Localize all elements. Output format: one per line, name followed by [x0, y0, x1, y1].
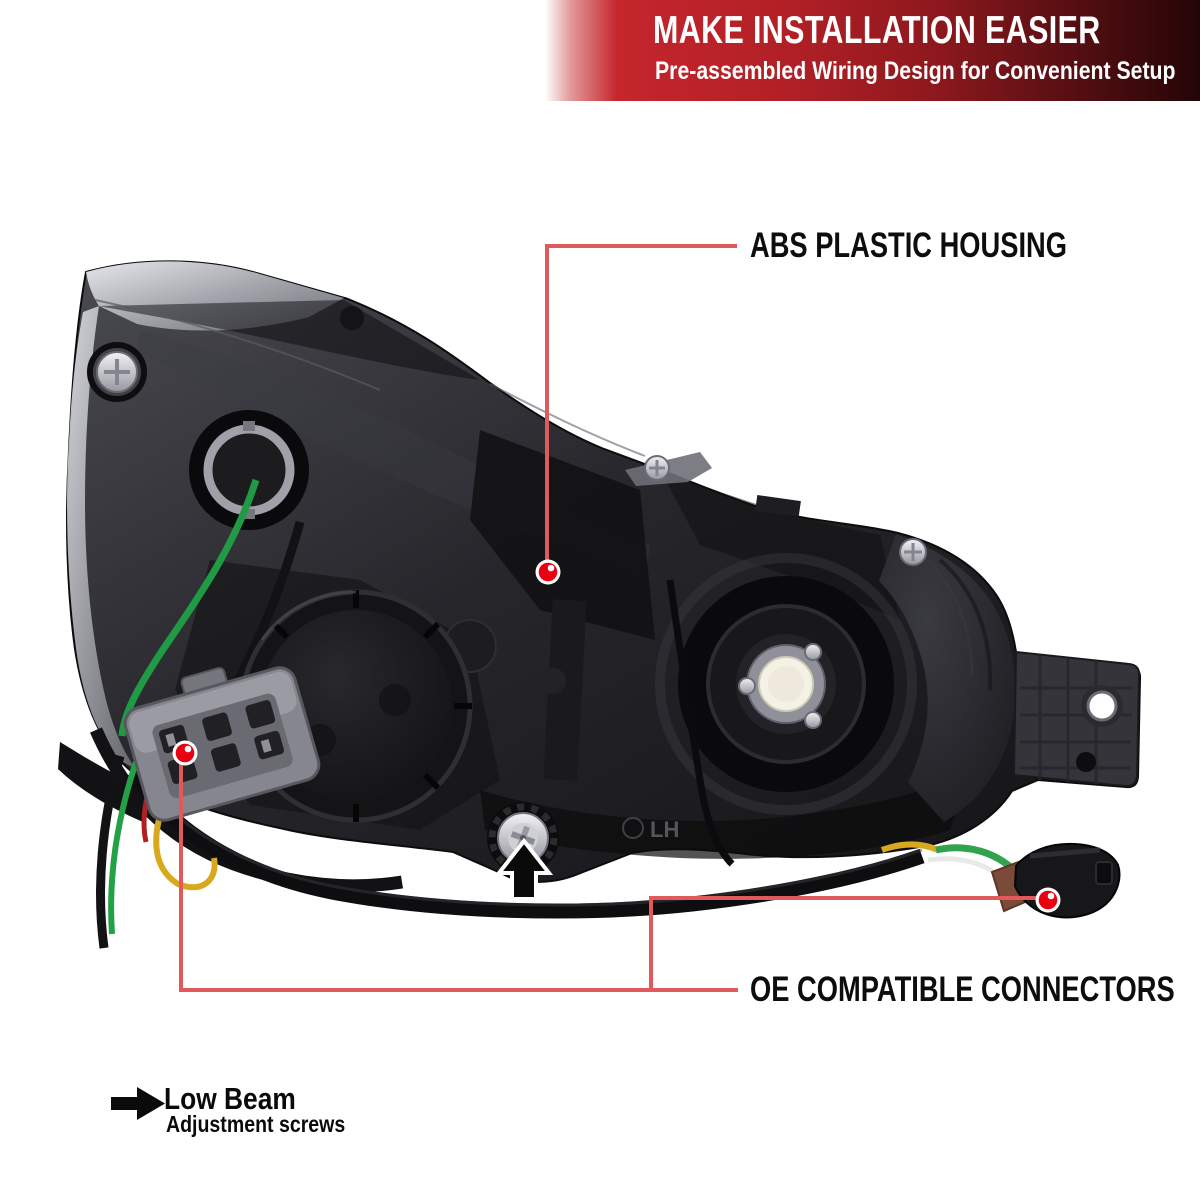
mounting-bracket [1012, 650, 1141, 788]
promo-banner: MAKE INSTALLATION EASIER Pre-assembled W… [545, 0, 1200, 101]
bulb-socket-low [655, 553, 917, 815]
bracket-hole [1086, 690, 1118, 722]
callout-label-abs-housing: ABS PLASTIC HOUSING [750, 226, 1068, 265]
banner-title: MAKE INSTALLATION EASIER [653, 9, 1101, 52]
bulb-socket-high [118, 410, 309, 737]
adjustment-screw [487, 802, 559, 874]
right-connector [990, 842, 1121, 919]
legend-subtitle: Adjustment screws [166, 1111, 346, 1137]
legend-title: Low Beam [164, 1081, 296, 1116]
banner-subtitle: Pre-assembled Wiring Design for Convenie… [655, 57, 1176, 85]
socket-screws [738, 643, 822, 729]
callout-label-oe-connectors: OE COMPATIBLE CONNECTORS [750, 970, 1175, 1009]
low-beam-right-arrow-icon [111, 1087, 165, 1120]
part-marking-text: LH [650, 817, 679, 842]
